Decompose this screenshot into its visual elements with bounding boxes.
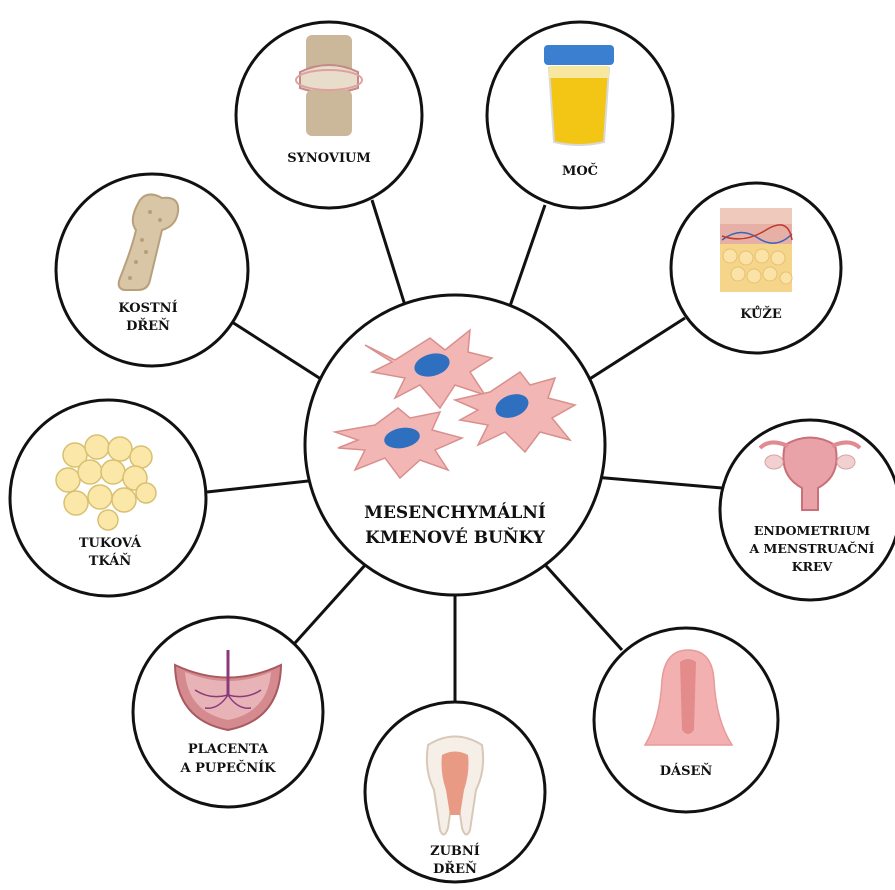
dental-pulp-label-line2: DŘEŇ xyxy=(433,861,477,877)
node-dental-pulp: ZUBNÍ DŘEŇ xyxy=(365,702,545,882)
center-title-line2: KMENOVÉ BUŇKY xyxy=(365,527,546,548)
skin-label: KŮŽE xyxy=(740,306,782,322)
synovium-label: SYNOVIUM xyxy=(287,151,371,166)
gum-label: DÁSEŇ xyxy=(660,763,713,779)
endometrium-label-line2: A MENSTRUAČNÍ xyxy=(749,540,875,556)
node-gum: DÁSEŇ xyxy=(594,628,778,812)
node-urine: MOČ xyxy=(487,22,673,208)
node-bone-marrow: KOSTNÍ DŘEŇ xyxy=(56,174,248,366)
urine-label: MOČ xyxy=(562,162,598,179)
placenta-label-line2: A PUPEČNÍK xyxy=(179,759,276,776)
endometrium-label-line1: ENDOMETRIUM xyxy=(754,523,870,538)
bone-marrow-label-line1: KOSTNÍ xyxy=(118,300,177,316)
urine-cup-icon xyxy=(544,45,614,145)
node-endometrium: ENDOMETRIUM A MENSTRUAČNÍ KREV xyxy=(720,420,895,600)
center-node: MESENCHYMÁLNÍ KMENOVÉ BUŇKY xyxy=(305,295,605,595)
node-skin: KŮŽE xyxy=(671,183,841,353)
dental-pulp-label-line1: ZUBNÍ xyxy=(430,843,480,859)
node-placenta: PLACENTA A PUPEČNÍK xyxy=(133,617,323,807)
node-synovium: SYNOVIUM xyxy=(236,22,422,208)
node-adipose: TUKOVÁ TKÁŇ xyxy=(10,400,206,596)
bone-marrow-label-line2: DŘEŇ xyxy=(126,318,170,334)
center-title-line1: MESENCHYMÁLNÍ xyxy=(364,502,546,523)
placenta-label-line1: PLACENTA xyxy=(188,742,269,757)
adipose-label-line2: TKÁŇ xyxy=(89,553,132,569)
adipose-label-line1: TUKOVÁ xyxy=(79,535,142,551)
skin-layers-icon xyxy=(720,208,792,292)
endometrium-label-line3: KREV xyxy=(792,559,833,574)
